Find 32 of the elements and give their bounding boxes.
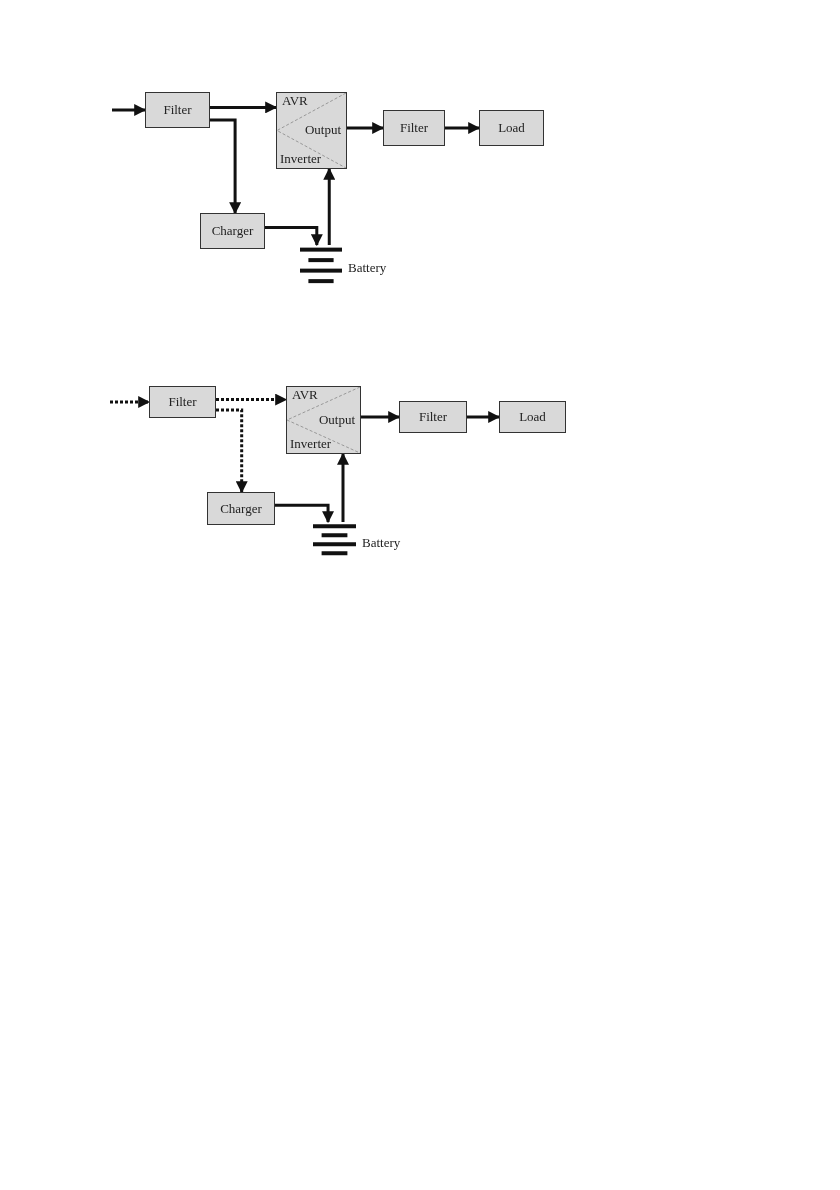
arrow — [323, 167, 336, 245]
arrow — [337, 452, 349, 522]
block-label: Output — [318, 413, 355, 427]
arrow — [265, 225, 323, 247]
process-box: Filter — [149, 386, 216, 418]
process-box: Charger — [207, 492, 275, 525]
process-box: Load — [499, 401, 566, 433]
arrow — [467, 411, 501, 423]
process-box: Charger — [200, 213, 265, 249]
process-box: Filter — [383, 110, 445, 146]
process-box: Filter — [145, 92, 210, 128]
arrow — [112, 104, 147, 116]
block-label: AVR — [292, 388, 318, 401]
process-box: Load — [479, 110, 544, 146]
arrow — [210, 101, 278, 114]
arrow — [361, 411, 401, 423]
arrow — [110, 396, 151, 408]
arrow — [216, 408, 248, 494]
block-label: Inverter — [290, 437, 332, 450]
ups-block — [276, 92, 347, 169]
arrow — [275, 503, 335, 524]
block-label: AVR — [282, 94, 308, 107]
battery-label: Battery — [348, 258, 387, 277]
arrow — [216, 393, 288, 406]
arrow — [445, 122, 481, 134]
block-label: Output — [304, 123, 341, 136]
arrow — [347, 122, 385, 134]
process-box: Filter — [399, 401, 467, 433]
block-label: Inverter — [280, 152, 322, 165]
arrow — [210, 118, 242, 215]
ups-block — [286, 386, 361, 454]
battery-label: Battery — [362, 533, 401, 552]
